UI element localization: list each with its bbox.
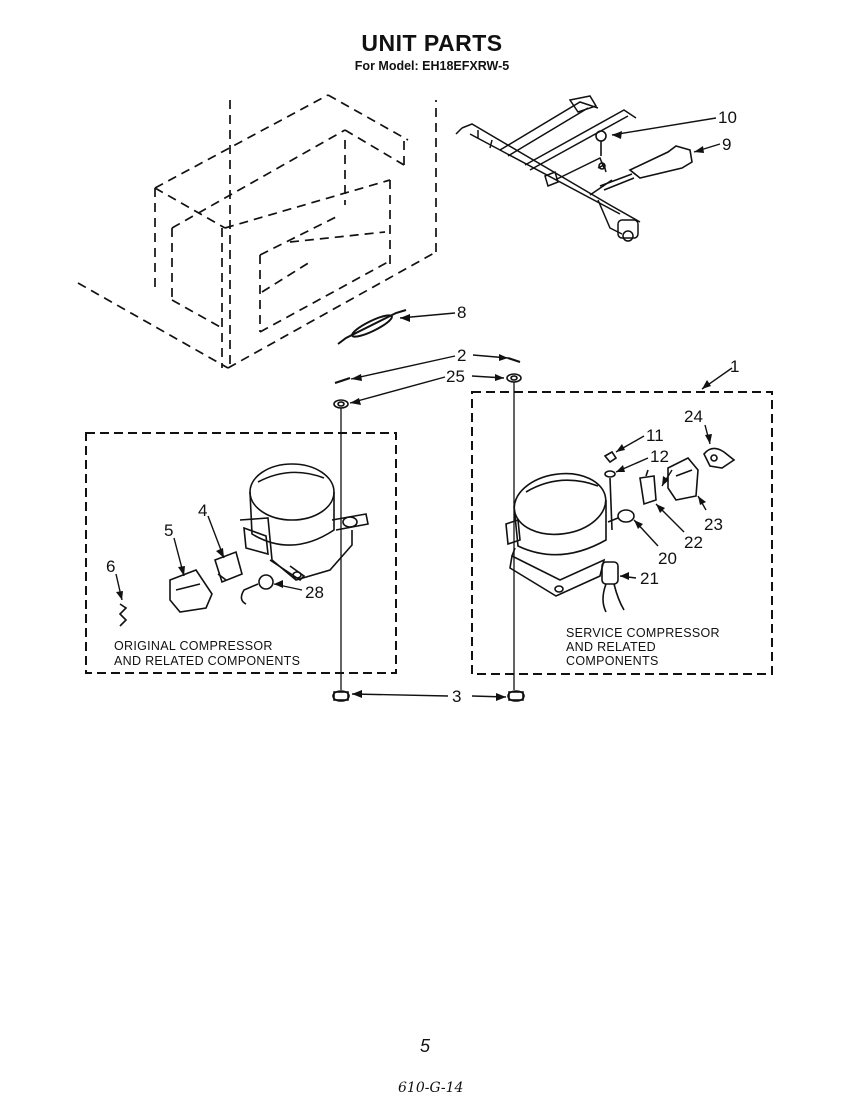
- service-relay-part22: [639, 469, 657, 506]
- screw-part: [595, 130, 607, 170]
- callout-21: 21: [640, 569, 659, 588]
- callout-2: 2: [457, 346, 466, 365]
- callout-22: 22: [684, 533, 703, 552]
- page-number: 5: [420, 1036, 431, 1056]
- original-clip-part6: [118, 603, 128, 627]
- service-nut-part11: [603, 450, 618, 464]
- callout-11: 11: [646, 426, 664, 445]
- callout-8: 8: [457, 303, 466, 322]
- service-capacitor-part21: [601, 561, 625, 613]
- original-plug-part28: [240, 574, 274, 605]
- service-box-label-line2: AND RELATED: [566, 640, 656, 654]
- original-box-label-line1: ORIGINAL COMPRESSOR: [114, 639, 273, 653]
- page-title: UNIT PARTS: [361, 30, 503, 56]
- service-compressor: [505, 472, 607, 597]
- callout-20: 20: [658, 549, 677, 568]
- callout-1: 1: [730, 357, 739, 376]
- mount-stack-right: [506, 356, 525, 702]
- drier-part: [337, 309, 407, 345]
- service-relay-part23: [667, 457, 699, 501]
- original-box-label-line2: AND RELATED COMPONENTS: [114, 654, 300, 668]
- callout-10: 10: [718, 108, 737, 127]
- original-compressor-box: [85, 432, 397, 674]
- plug-part: [599, 145, 693, 191]
- callout-23: 23: [704, 515, 723, 534]
- service-washer-part12: [604, 470, 616, 531]
- service-box-label-line3: COMPONENTS: [566, 654, 659, 668]
- wiring-harness: [455, 95, 641, 242]
- leader-lines: [115, 117, 733, 698]
- callout-5: 5: [164, 521, 173, 540]
- mount-stack-left: [332, 376, 351, 702]
- service-box-label-line1: SERVICE COMPRESSOR: [566, 626, 720, 640]
- service-overload-part20: [607, 509, 635, 523]
- service-compressor-box: [471, 391, 773, 675]
- callout-25: 25: [446, 367, 465, 386]
- callout-9: 9: [722, 135, 731, 154]
- cabinet-outline: [77, 94, 437, 370]
- original-relay-part4: [214, 550, 243, 584]
- callout-3: 3: [452, 687, 461, 706]
- callout-4: 4: [198, 501, 207, 520]
- callout-28: 28: [305, 583, 324, 602]
- callout-6: 6: [106, 557, 115, 576]
- handwritten-code: 610-G-14: [398, 1080, 464, 1096]
- arrowheads: [116, 131, 712, 701]
- original-compressor: [239, 463, 369, 582]
- callout-24: 24: [684, 407, 703, 426]
- original-relay-part5: [169, 569, 213, 613]
- callout-12: 12: [650, 447, 669, 466]
- service-clip-part24: [703, 447, 736, 469]
- model-subtitle: For Model: EH18EFXRW-5: [354, 59, 510, 73]
